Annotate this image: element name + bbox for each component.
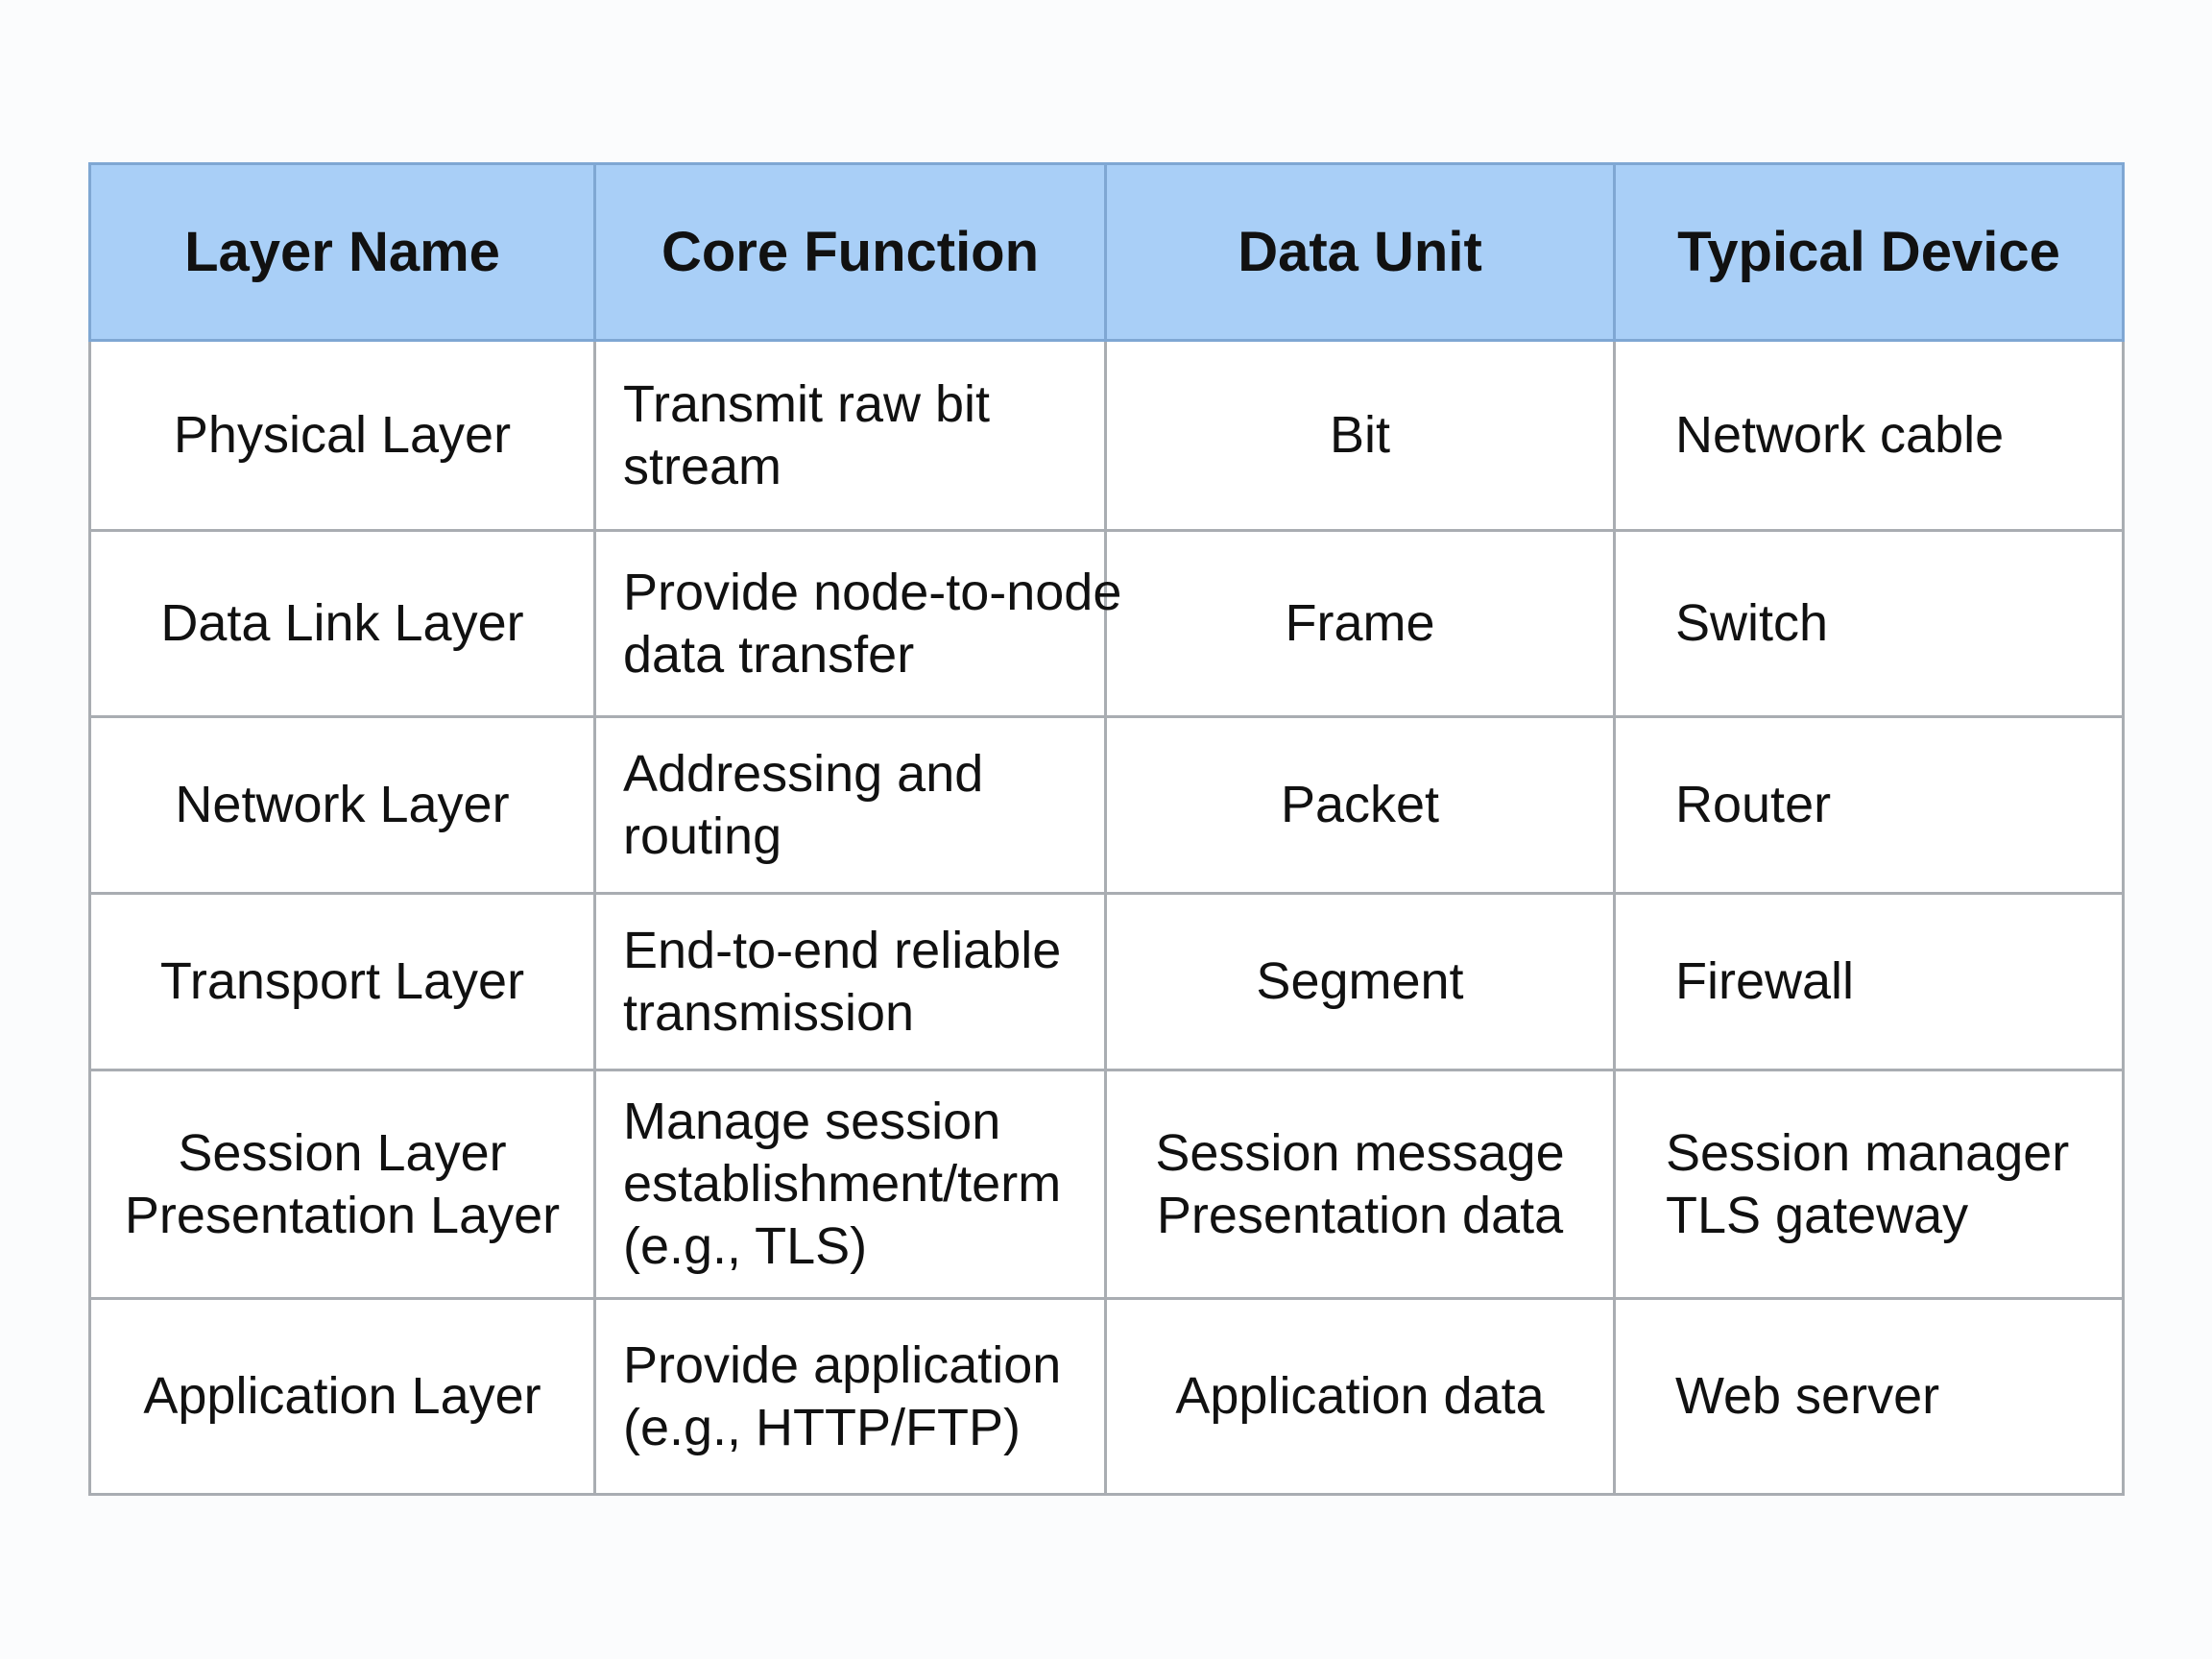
osi-layers-table: Layer Name Core Function Data Unit Typic… — [88, 162, 2125, 1496]
cell-data-unit: Segment — [1104, 892, 1616, 1071]
cell-text: Transmit raw bit — [623, 374, 991, 433]
cell-text: Switch — [1675, 594, 1829, 653]
header-data-unit: Data Unit — [1104, 162, 1616, 342]
cell-layer-name: Data Link Layer — [88, 529, 596, 718]
cell-typical-device: Switch — [1613, 529, 2125, 718]
cell-typical-device: Web server — [1613, 1297, 2125, 1496]
cell-text: Presentation Layer — [124, 1186, 561, 1244]
cell-core-function: End-to-end reliable transmission — [593, 892, 1107, 1071]
table-row: Physical Layer Transmit raw bit stream B… — [88, 339, 2125, 532]
cell-core-function: Transmit raw bit stream — [593, 339, 1107, 532]
cell-typical-device: Firewall — [1613, 892, 2125, 1071]
cell-layer-name: Transport Layer — [88, 892, 596, 1071]
cell-core-function: Provide application (e.g., HTTP/FTP) — [593, 1297, 1107, 1496]
cell-text: Network Layer — [175, 776, 510, 834]
cell-core-function: Provide node-to-node data transfer — [593, 529, 1122, 718]
cell-core-function: Manage session establishment/term (e.g.,… — [593, 1069, 1107, 1300]
cell-text: Packet — [1280, 776, 1440, 834]
cell-text: (e.g., HTTP/FTP) — [623, 1398, 1022, 1456]
header-typical-device: Typical Device — [1613, 162, 2125, 342]
cell-text: Provide application — [623, 1335, 1062, 1394]
cell-data-unit: Packet — [1104, 715, 1616, 895]
cell-text: TLS gateway — [1666, 1186, 1969, 1244]
cell-text: stream — [623, 437, 782, 495]
cell-typical-device: Session manager TLS gateway — [1613, 1069, 2125, 1300]
cell-text: Frame — [1285, 594, 1435, 653]
table-header: Layer Name Core Function Data Unit Typic… — [88, 162, 2125, 342]
osi-table-container: Layer Name Core Function Data Unit Typic… — [88, 162, 2125, 1496]
cell-text: establishment/term — [623, 1155, 1062, 1214]
cell-layer-name: Application Layer — [88, 1297, 596, 1496]
cell-layer-name: Session Layer Presentation Layer — [88, 1069, 596, 1300]
cell-text: Application Layer — [143, 1367, 541, 1426]
cell-text: Data Link Layer — [160, 594, 524, 653]
cell-text: Provide node-to-node — [623, 563, 1122, 621]
cell-text: Bit — [1329, 406, 1391, 465]
header-core-function: Core Function — [593, 162, 1107, 342]
table-row: Data Link Layer Provide node-to-node dat… — [88, 529, 2125, 718]
cell-text: Session Layer — [178, 1123, 507, 1182]
cell-data-unit: Frame — [1104, 529, 1616, 718]
cell-text: Addressing and — [623, 744, 984, 803]
cell-text: routing — [623, 806, 782, 865]
table-body: Physical Layer Transmit raw bit stream B… — [88, 339, 2125, 1496]
cell-text: Segment — [1256, 952, 1464, 1011]
cell-data-unit: Application data — [1104, 1297, 1616, 1496]
cell-text: Network cable — [1675, 406, 2005, 465]
cell-typical-device: Network cable — [1613, 339, 2125, 532]
cell-text: Session message — [1155, 1123, 1565, 1182]
cell-text: Physical Layer — [173, 406, 512, 465]
cell-layer-name: Network Layer — [88, 715, 596, 895]
cell-text: Firewall — [1675, 952, 1855, 1011]
cell-text: Web server — [1675, 1367, 1940, 1426]
header-row: Layer Name Core Function Data Unit Typic… — [88, 162, 2125, 342]
table-row: Transport Layer End-to-end reliable tran… — [88, 892, 2125, 1071]
cell-text: Manage session — [623, 1093, 1001, 1151]
cell-text: data transfer — [623, 625, 915, 684]
cell-layer-name: Physical Layer — [88, 339, 596, 532]
header-layer-name: Layer Name — [88, 162, 596, 342]
cell-core-function: Addressing and routing — [593, 715, 1107, 895]
cell-text: Application data — [1175, 1367, 1545, 1426]
cell-text: Transport Layer — [159, 952, 525, 1011]
cell-data-unit: Bit — [1104, 339, 1616, 532]
table-row: Network Layer Addressing and routing Pac… — [88, 715, 2125, 895]
table-row: Application Layer Provide application (e… — [88, 1297, 2125, 1496]
cell-text: (e.g., TLS) — [623, 1216, 868, 1275]
cell-text: End-to-end reliable — [623, 921, 1062, 979]
cell-text: Session manager — [1666, 1123, 2070, 1182]
cell-data-unit: Session message Presentation data — [1104, 1069, 1616, 1300]
cell-text: transmission — [623, 983, 915, 1042]
cell-text: Router — [1675, 776, 1832, 834]
cell-text: Presentation data — [1156, 1186, 1564, 1244]
cell-typical-device: Router — [1613, 715, 2125, 895]
table-row: Session Layer Presentation Layer Manage … — [88, 1069, 2125, 1300]
